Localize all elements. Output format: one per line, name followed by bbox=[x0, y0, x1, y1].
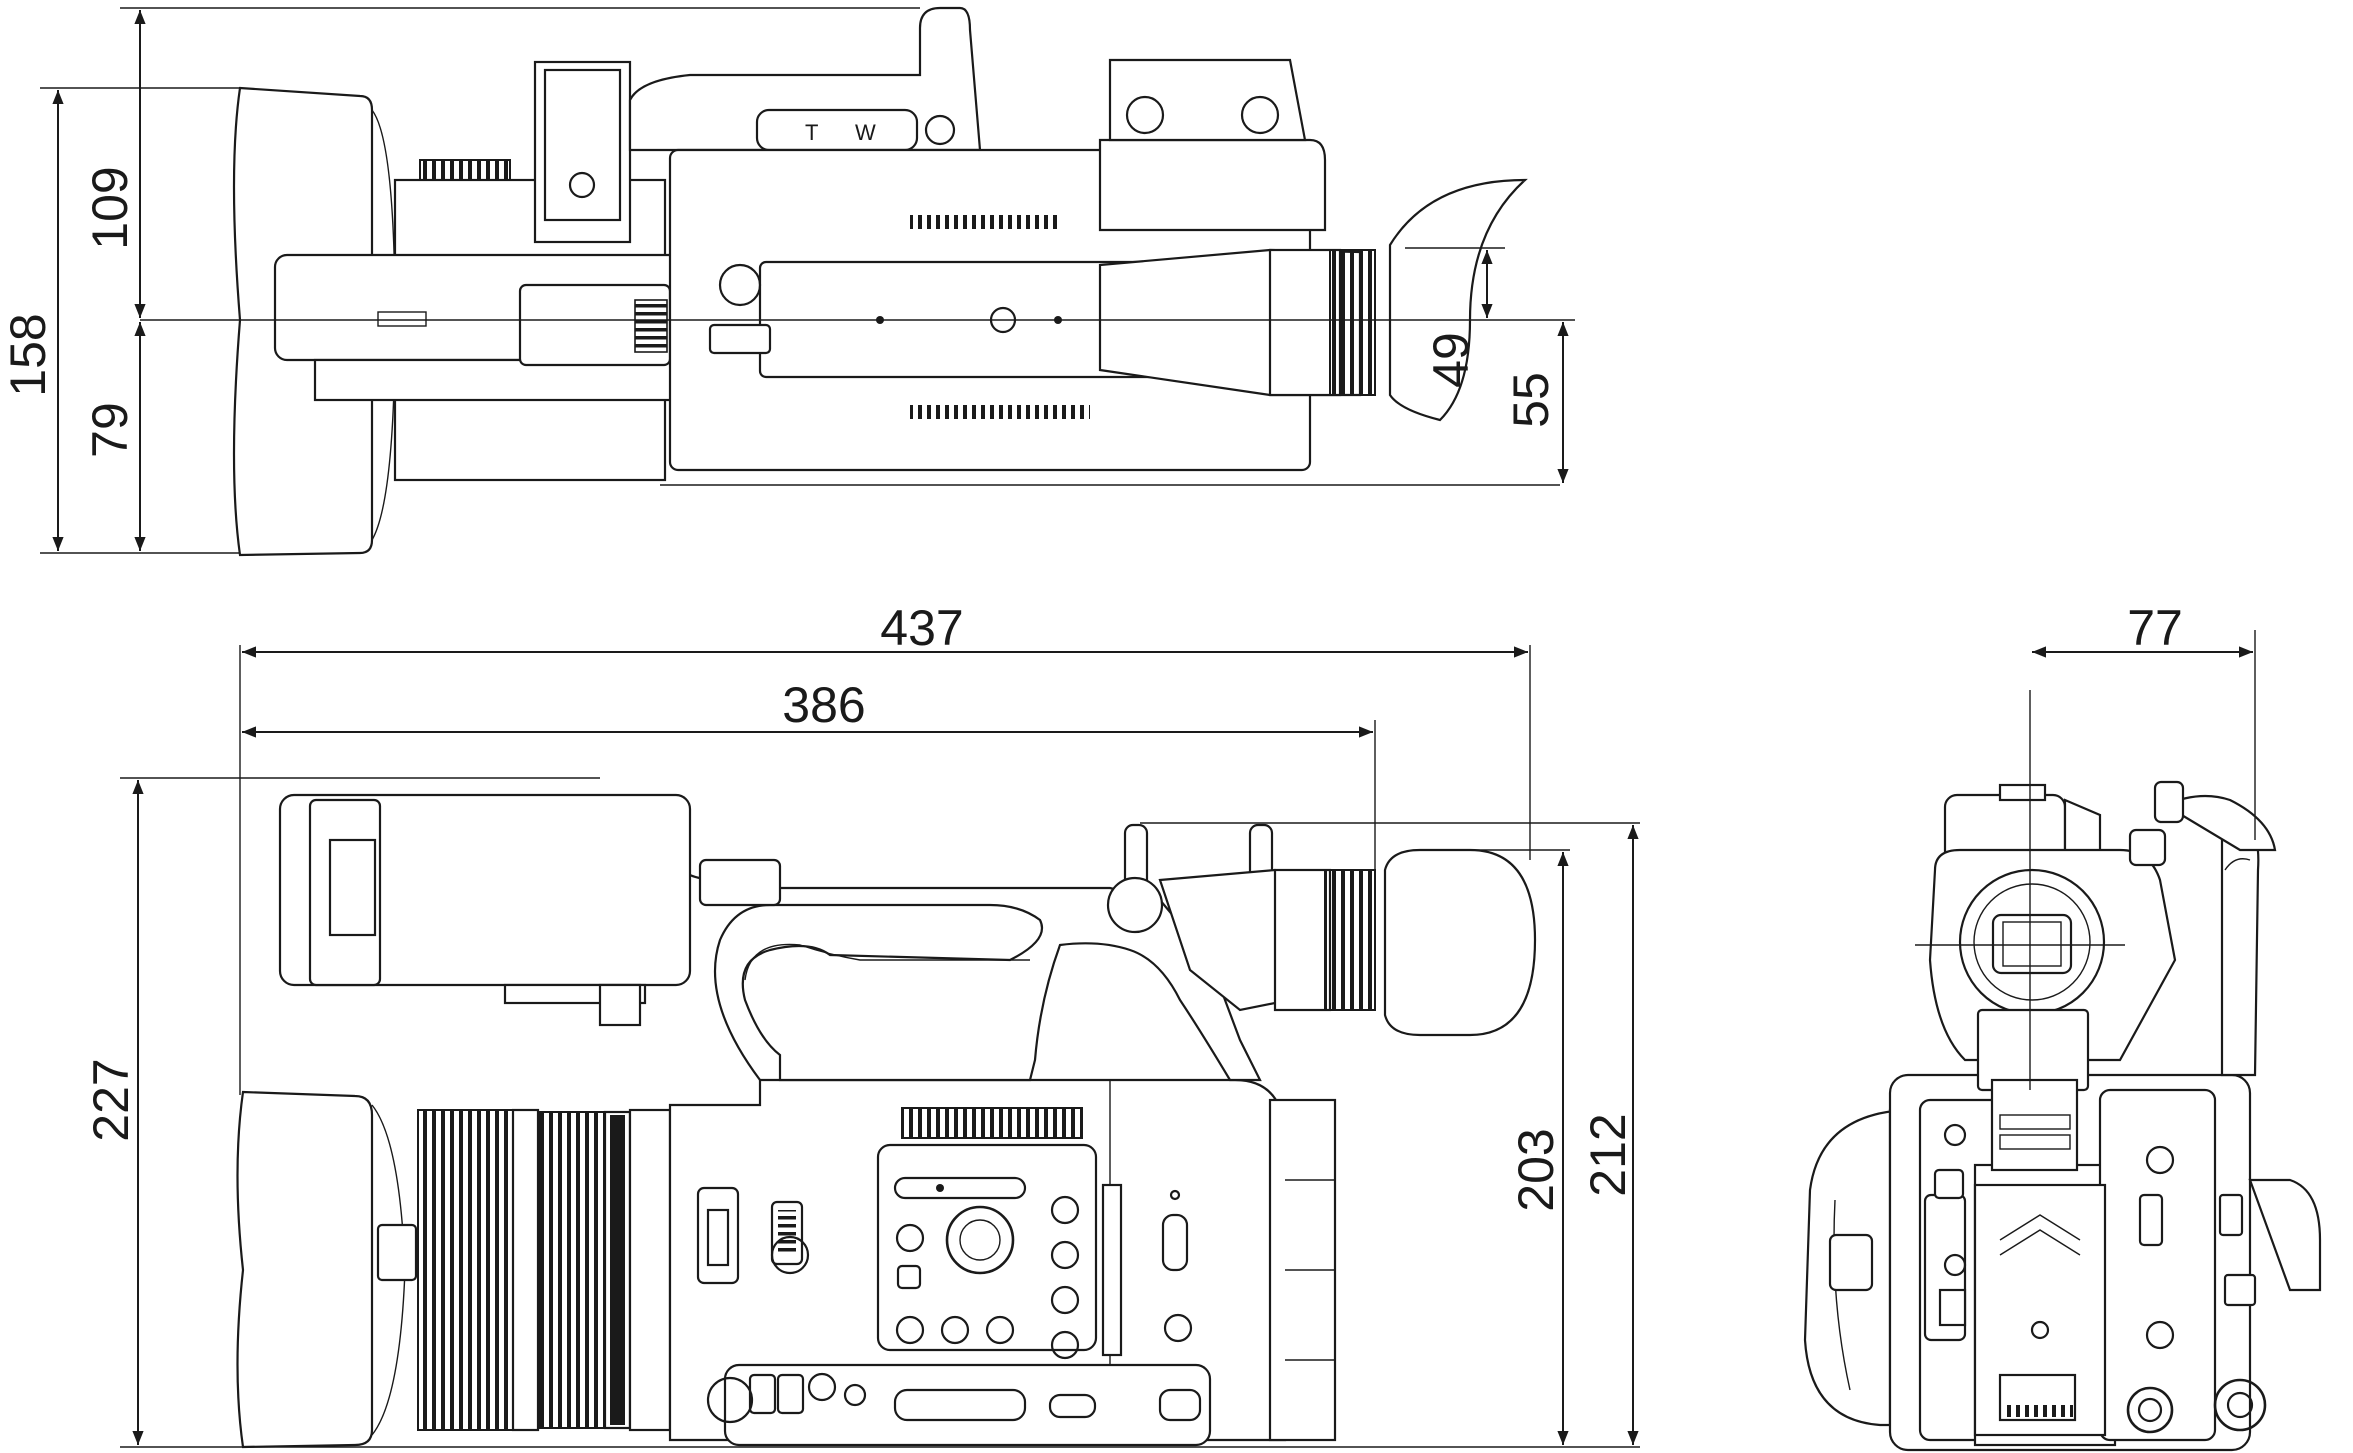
audio-switch-1[interactable] bbox=[748, 1373, 777, 1415]
lcd-back-rear bbox=[1976, 1008, 2090, 1092]
dim-length-437: 437 bbox=[880, 600, 963, 656]
viewfinder-ring-side bbox=[1324, 869, 1376, 1011]
viewfinder-window bbox=[1991, 913, 2073, 975]
dim-eyecup-49: 49 bbox=[1423, 332, 1479, 388]
dim-height-203: 203 bbox=[1508, 1128, 1564, 1211]
hdmi-port[interactable] bbox=[2138, 1193, 2164, 1247]
button-assign-5[interactable] bbox=[1050, 1285, 1080, 1315]
button-assign-6[interactable] bbox=[895, 1315, 925, 1345]
timecode-port[interactable] bbox=[2213, 1378, 2267, 1432]
switch-ch1[interactable] bbox=[893, 1388, 1027, 1422]
rear-dial[interactable] bbox=[718, 263, 762, 307]
button-assign-8[interactable] bbox=[985, 1315, 1015, 1345]
vent-grille bbox=[901, 1107, 1083, 1139]
joystick[interactable] bbox=[945, 1205, 1015, 1275]
dim-top-upper-109: 109 bbox=[82, 166, 138, 249]
dim-eyecup-55: 55 bbox=[1503, 372, 1559, 428]
dim-height-227: 227 bbox=[83, 1058, 139, 1141]
dim-rear-width-77: 77 bbox=[2127, 600, 2183, 656]
sdi-port[interactable] bbox=[2126, 1386, 2174, 1434]
lens-hood-side bbox=[236, 1090, 374, 1449]
button-assign-2[interactable] bbox=[896, 1264, 922, 1290]
button-rec-side[interactable] bbox=[1163, 1313, 1193, 1343]
switch-ch2[interactable] bbox=[1048, 1393, 1097, 1419]
eyecup-side bbox=[1383, 848, 1537, 1037]
zoom-rocker[interactable] bbox=[755, 108, 919, 152]
handle-top-plate bbox=[543, 68, 622, 222]
button-assign-9[interactable] bbox=[1050, 1330, 1080, 1360]
audio-knob[interactable] bbox=[807, 1372, 837, 1402]
dim-top-height-158: 158 bbox=[0, 313, 56, 396]
eyecup-top bbox=[1388, 178, 1528, 422]
top-view: T W 158 109 bbox=[0, 6, 1575, 557]
dc-in-port[interactable] bbox=[2145, 1145, 2175, 1175]
lan-port[interactable] bbox=[2223, 1273, 2257, 1307]
rec-switch[interactable] bbox=[708, 323, 772, 355]
rec-lock-switch[interactable] bbox=[1161, 1213, 1189, 1272]
button-assign-7[interactable] bbox=[940, 1315, 970, 1345]
button-assign-4[interactable] bbox=[1050, 1240, 1080, 1270]
button-menu-side[interactable] bbox=[770, 1235, 810, 1275]
button-row-1[interactable] bbox=[893, 1176, 1027, 1200]
headphone-jack[interactable] bbox=[2145, 1320, 2175, 1350]
side-view: 437 386 227 212 203 bbox=[83, 600, 1640, 1449]
lcd-housing-side bbox=[278, 793, 692, 987]
dim-length-386: 386 bbox=[782, 677, 865, 733]
button-assign-3[interactable] bbox=[1050, 1195, 1080, 1225]
iris-ring-side bbox=[610, 1115, 625, 1425]
usb-port[interactable] bbox=[2218, 1193, 2244, 1237]
dim-top-lower-79: 79 bbox=[82, 402, 138, 458]
audio-switch-2[interactable] bbox=[776, 1373, 805, 1415]
rear-view: 77 bbox=[1803, 600, 2322, 1452]
dim-height-212: 212 bbox=[1580, 1113, 1636, 1196]
zoom-t-label: T bbox=[805, 120, 818, 145]
zoom-ring-side bbox=[539, 1111, 606, 1429]
button-assign-1[interactable] bbox=[895, 1223, 925, 1253]
zoom-w-label: W bbox=[855, 120, 876, 145]
switch-ch3[interactable] bbox=[1158, 1388, 1202, 1422]
focus-ring-side bbox=[417, 1109, 514, 1431]
